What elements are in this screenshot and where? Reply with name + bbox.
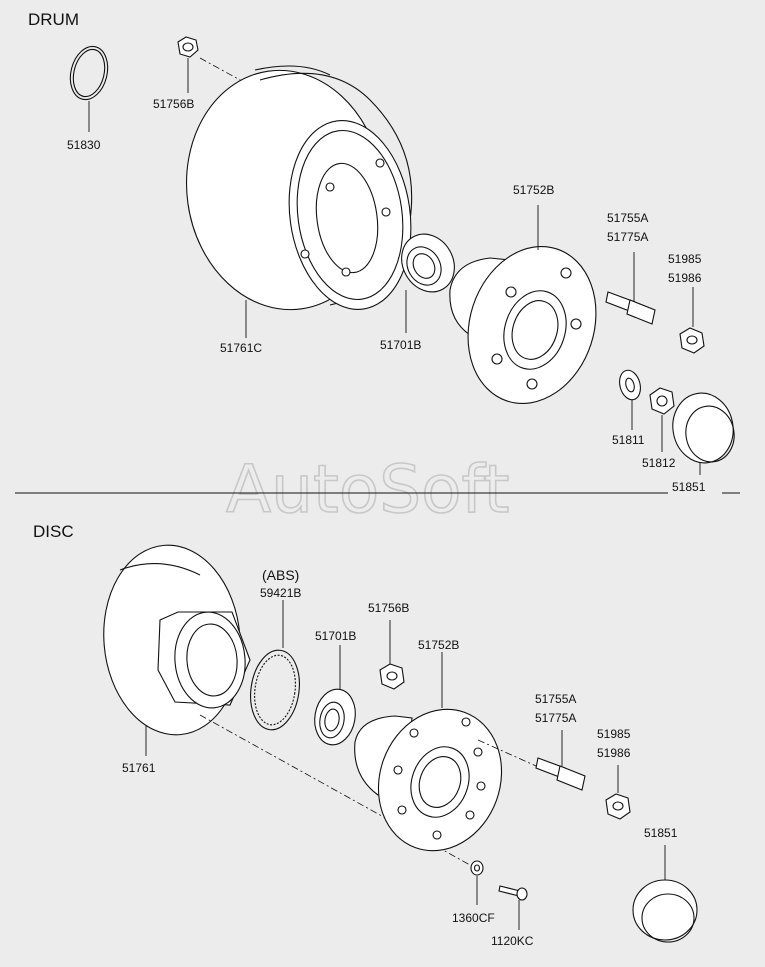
label-abs-ring: 59421B [260, 586, 301, 600]
label-drum-seal-ring: 51830 [67, 138, 101, 152]
drum-seal-ring [69, 45, 109, 132]
drum-washer [619, 369, 641, 430]
label-drum-bolt-a: 51755A [607, 211, 648, 225]
label-drum-castle-nut: 51812 [642, 456, 676, 470]
label-brake-disc: 51761 [122, 761, 156, 775]
section-title-disc: DISC [33, 522, 74, 541]
abs-tone-ring [250, 600, 300, 731]
drum-hub-cap [672, 392, 735, 475]
drum-castle-nut [649, 387, 675, 452]
label-disc-screw: 1120KC [491, 934, 534, 948]
label-drum-hub-cap: 51851 [672, 480, 706, 494]
label-drum-nut-b: 51986 [668, 271, 702, 285]
label-disc-small-nut: 1360CF [452, 911, 495, 925]
disc-hub-cap [632, 845, 698, 943]
disc-wheel-bolt [535, 730, 586, 791]
drum-hub-nut [177, 36, 263, 93]
drum-wheel-nut [679, 287, 705, 354]
disc-hub-nut [379, 620, 405, 690]
drum-wheel-bolt [605, 252, 656, 325]
disc-screw [498, 885, 528, 930]
label-disc-bolt-a: 51755A [535, 692, 576, 706]
section-title-drum: DRUM [28, 10, 79, 29]
label-disc-bearing: 51701B [315, 629, 356, 643]
label-brake-drum: 51761C [220, 341, 262, 355]
drum-inner-bearing [401, 233, 455, 333]
disc-bearing [314, 645, 356, 746]
label-abs: (ABS) [262, 567, 299, 583]
brake-drum [185, 65, 413, 338]
label-drum-hub-nut: 51756B [153, 97, 194, 111]
label-disc-bolt-b: 51775A [535, 711, 576, 725]
label-disc-hub-nut: 51756B [368, 601, 409, 615]
label-drum-nut-a: 51985 [668, 252, 702, 266]
label-drum-hub: 51752B [513, 183, 554, 197]
label-disc-nut-a: 51985 [597, 727, 631, 741]
disc-hub [354, 652, 546, 852]
label-drum-bolt-b: 51775A [607, 230, 648, 244]
watermark: AutoSoft [226, 451, 509, 528]
label-disc-nut-b: 51986 [597, 746, 631, 760]
disc-small-nut [470, 860, 484, 905]
label-drum-washer: 51811 [612, 433, 645, 447]
disc-wheel-nut [605, 765, 631, 820]
label-drum-inner-bearing: 51701B [380, 338, 421, 352]
label-disc-hub-cap: 51851 [644, 826, 678, 840]
drum-hub [449, 205, 597, 405]
brake-disc [103, 544, 471, 866]
label-disc-hub: 51752B [418, 638, 459, 652]
